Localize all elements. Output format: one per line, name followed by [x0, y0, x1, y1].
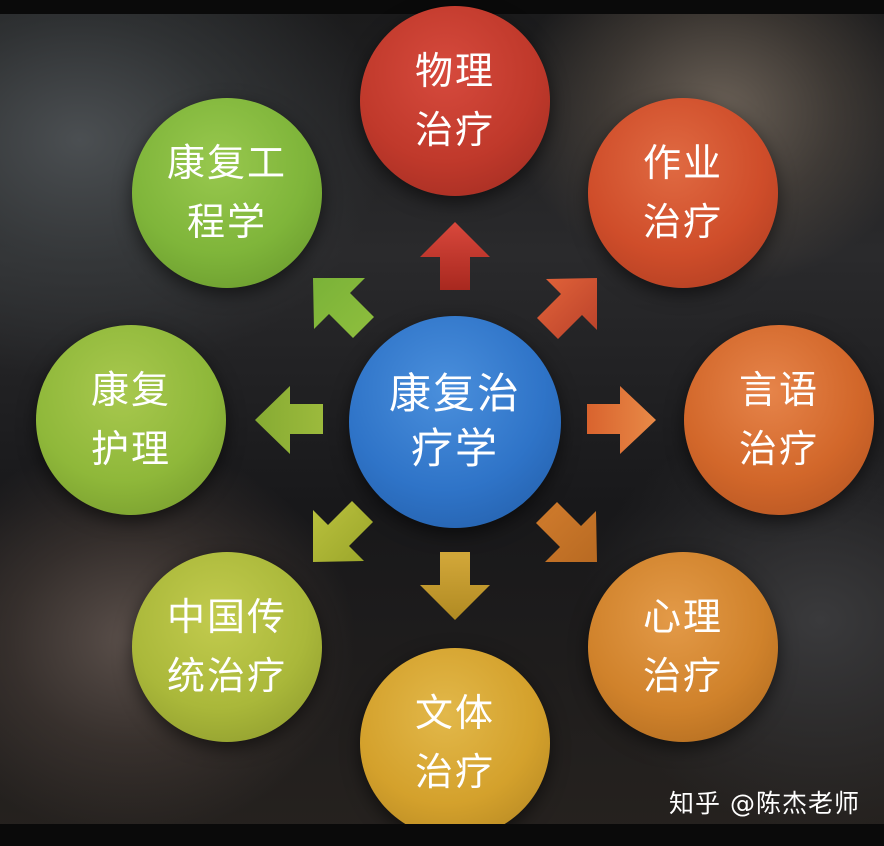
node-tcm-therapy: 中国传 统治疗: [132, 552, 322, 742]
center-label: 康复治 疗学: [388, 369, 521, 473]
node-occupational-therapy: 作业 治疗: [588, 98, 778, 288]
bottom-border: [0, 824, 884, 846]
node-rehab-nursing: 康复 护理: [36, 325, 226, 515]
watermark-credit: 知乎 @陈杰老师: [669, 789, 860, 818]
node-rehabilitation-therapy-center: 康复治 疗学: [349, 316, 561, 528]
arrow-down-left: [313, 501, 373, 562]
node-speech-therapy: 言语 治疗: [684, 325, 874, 515]
node-label: 物理 治疗: [414, 49, 495, 152]
node-label: 言语 治疗: [738, 368, 819, 471]
arrow-left: [255, 386, 323, 454]
arrow-down-right: [536, 502, 597, 562]
arrow-down: [420, 552, 490, 620]
arrow-right: [587, 386, 656, 454]
node-psychological-therapy: 心理 治疗: [588, 552, 778, 742]
node-recreational-therapy: 文体 治疗: [360, 648, 550, 838]
node-label: 康复工 程学: [166, 141, 287, 244]
node-label: 作业 治疗: [642, 141, 723, 244]
node-label: 康复 护理: [90, 368, 171, 471]
node-label: 文体 治疗: [414, 691, 495, 794]
arrow-up-right: [537, 278, 597, 339]
node-physical-therapy: 物理 治疗: [360, 6, 550, 196]
node-label: 中国传 统治疗: [166, 595, 287, 698]
arrow-up: [420, 222, 490, 290]
node-label: 心理 治疗: [642, 595, 723, 698]
arrow-up-left: [313, 278, 374, 338]
node-rehab-engineering: 康复工 程学: [132, 98, 322, 288]
